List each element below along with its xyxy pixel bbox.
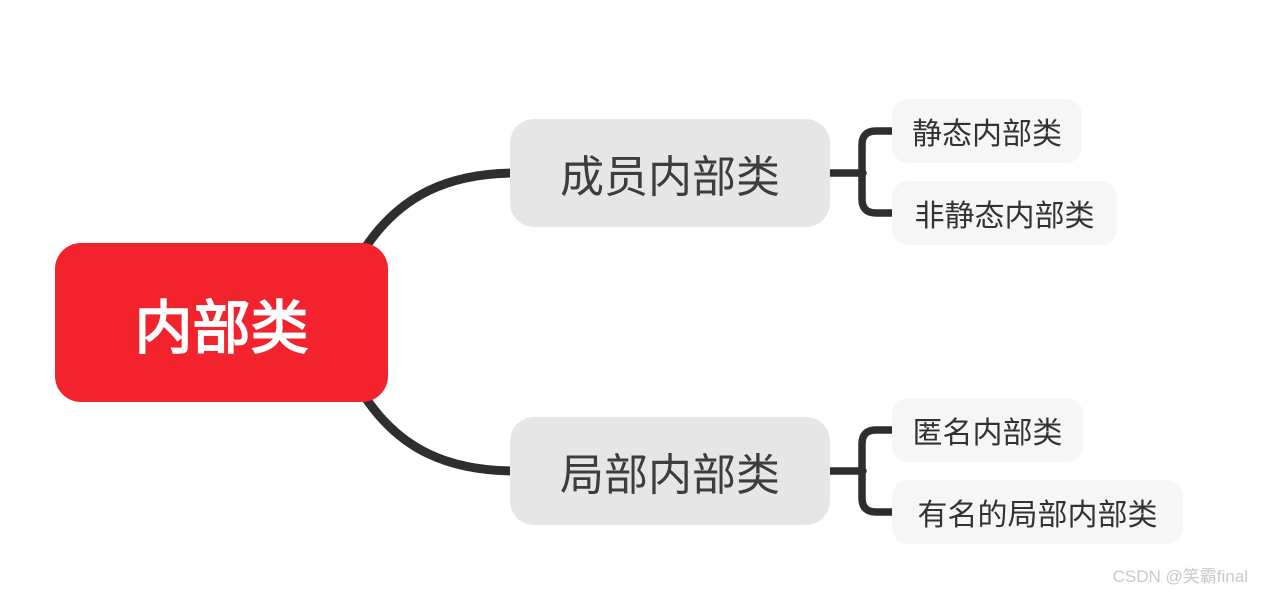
node-local-inner-class: 局部内部类 xyxy=(510,417,830,525)
node-anonymous-inner-class: 匿名内部类 xyxy=(892,398,1083,462)
node-static-inner-class: 静态内部类 xyxy=(892,99,1082,163)
node-non-static-inner-class: 非静态内部类 xyxy=(892,181,1117,245)
node-named-local-inner-class: 有名的局部内部类 xyxy=(892,480,1183,544)
node-root-inner-class: 内部类 xyxy=(55,243,388,402)
bracket-local-children xyxy=(858,426,897,516)
curve-root-to-local-branch xyxy=(358,389,521,476)
node-member-inner-class: 成员内部类 xyxy=(510,119,830,227)
bracket-member-children xyxy=(858,127,897,217)
curve-root-to-member-branch xyxy=(358,168,521,256)
csdn-watermark: CSDN @笑霸final xyxy=(1112,567,1248,586)
